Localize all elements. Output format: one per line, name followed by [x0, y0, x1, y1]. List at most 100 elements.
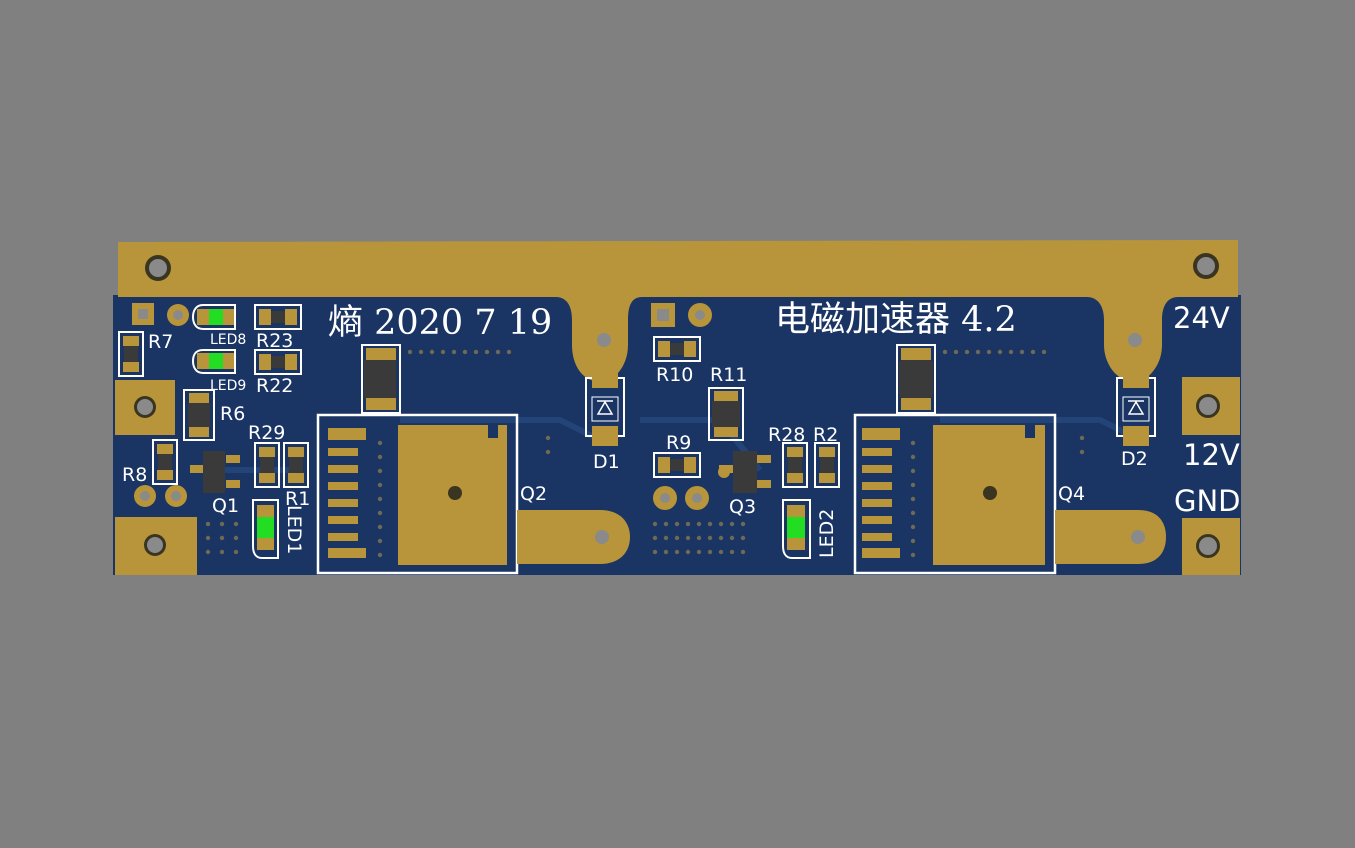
resistor-r29[interactable] [254, 442, 280, 488]
via [545, 435, 551, 441]
label-led9: LED9 [210, 378, 246, 394]
via [377, 552, 383, 558]
via [233, 549, 239, 555]
transistor-q1[interactable] [190, 451, 240, 493]
resistor-r6[interactable] [183, 389, 215, 441]
via [740, 549, 746, 555]
diode-d2[interactable] [1116, 368, 1156, 446]
led8[interactable] [191, 304, 236, 330]
resistor-r7[interactable] [118, 331, 144, 377]
via [910, 440, 916, 446]
via [377, 496, 383, 502]
board-title-right: 电磁加速器 4.2 [775, 300, 1017, 340]
via [910, 496, 916, 502]
via [674, 521, 680, 527]
via [407, 349, 413, 355]
via-field [205, 349, 1085, 558]
via [233, 535, 239, 541]
via [429, 349, 435, 355]
led9[interactable] [191, 349, 236, 374]
mosfet-q2[interactable] [316, 413, 630, 575]
led1[interactable] [252, 499, 279, 559]
via [740, 535, 746, 541]
via [729, 521, 735, 527]
via [910, 468, 916, 474]
via [674, 549, 680, 555]
via [718, 535, 724, 541]
via [205, 521, 211, 527]
via [663, 521, 669, 527]
via [910, 552, 916, 558]
via [440, 349, 446, 355]
terminal-label-24v: 24V [1173, 301, 1230, 335]
resistor-r28[interactable] [782, 442, 808, 488]
via [219, 535, 225, 541]
pcb-board [113, 295, 1241, 575]
label-q3: Q3 [729, 496, 756, 518]
via [418, 349, 424, 355]
via [910, 538, 916, 544]
via [506, 349, 512, 355]
led2[interactable] [782, 499, 811, 559]
label-r11: R11 [710, 364, 747, 386]
via [377, 440, 383, 446]
resistor-r23[interactable] [254, 304, 302, 330]
through-hole-pads [132, 303, 730, 510]
designators: R7 LED8 R23 LED9 R22 R6 R29 R8 Q1 R1 LED… [122, 330, 1148, 558]
board-title-left: 熵 2020 7 19 [328, 303, 552, 343]
mounting-holes [145, 253, 1219, 347]
via [718, 521, 724, 527]
resistor-r10[interactable] [653, 336, 701, 362]
via [696, 535, 702, 541]
label-d2: D2 [1121, 448, 1148, 470]
label-r1: R1 [285, 488, 310, 510]
resistor-r2[interactable] [814, 442, 840, 488]
label-r7: R7 [148, 331, 173, 353]
via [910, 524, 916, 530]
via [1008, 349, 1014, 355]
via [377, 468, 383, 474]
resistor-r11[interactable] [708, 387, 744, 441]
label-r23: R23 [256, 330, 293, 352]
via [1030, 349, 1036, 355]
via [233, 521, 239, 527]
via [377, 538, 383, 544]
resistor-r22[interactable] [254, 349, 302, 375]
via [718, 549, 724, 555]
via [997, 349, 1003, 355]
label-r2: R2 [813, 424, 838, 446]
label-r10: R10 [656, 364, 693, 386]
right-terminal-pads [1182, 377, 1240, 575]
via [205, 535, 211, 541]
via [729, 535, 735, 541]
via [740, 521, 746, 527]
via [545, 449, 551, 455]
via [707, 521, 713, 527]
via [964, 349, 970, 355]
smd-package-right[interactable] [896, 344, 936, 414]
label-r22: R22 [256, 375, 293, 397]
label-r28: R28 [768, 424, 805, 446]
via [685, 521, 691, 527]
label-led1: LED1 [283, 505, 305, 554]
resistor-r8[interactable] [152, 439, 178, 485]
via [219, 549, 225, 555]
resistor-r9[interactable] [653, 452, 701, 478]
via [484, 349, 490, 355]
label-q4: Q4 [1058, 483, 1085, 505]
via [910, 510, 916, 516]
via [451, 349, 457, 355]
diode-d1[interactable] [585, 368, 625, 446]
smd-package-left[interactable] [361, 344, 401, 414]
top-copper-bus [118, 240, 1238, 382]
via [674, 535, 680, 541]
resistor-r1[interactable] [283, 442, 309, 488]
mosfet-q4[interactable] [853, 413, 1166, 575]
via [707, 549, 713, 555]
via [729, 549, 735, 555]
terminal-label-12v: 12V [1183, 438, 1240, 472]
via [473, 349, 479, 355]
via [1079, 449, 1085, 455]
